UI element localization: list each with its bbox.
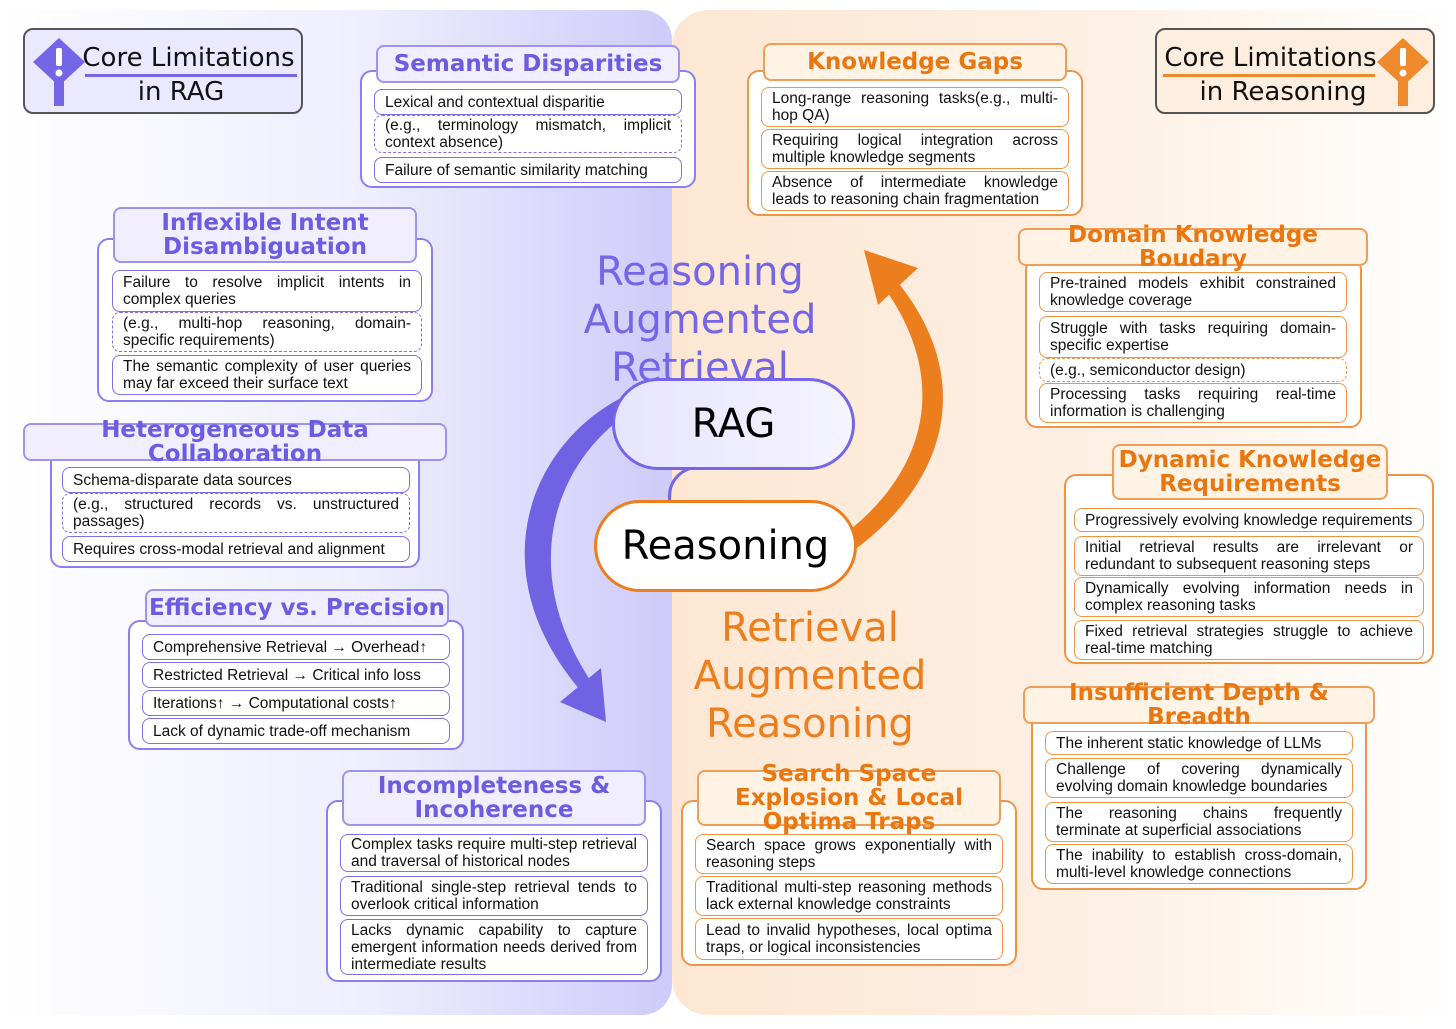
corner-right-line1: Core Limitations — [1164, 43, 1377, 73]
orange-arrow-body — [790, 285, 943, 582]
domain-item-4: Processing tasks requiring real-time inf… — [1039, 383, 1347, 423]
gaps-item-1: Long-range reasoning tasks(e.g., multi-h… — [761, 87, 1069, 127]
hetero-item-1: Schema-disparate data sources — [62, 467, 410, 493]
incomplete-title: Incompleteness & Incoherence — [342, 770, 646, 826]
top-title-line1: Reasoning — [596, 249, 804, 295]
core-limitations-reasoning-label: Core Limitations in Reasoning — [1155, 28, 1435, 114]
depth-title: Insufficient Depth & Breadth — [1023, 681, 1375, 729]
incomplete-item-3: Lacks dynamic capability to capture emer… — [340, 919, 648, 975]
corner-right-line2: in Reasoning — [1199, 77, 1367, 107]
gaps-item-3: Absence of intermediate knowledge leads … — [761, 171, 1069, 211]
semantic-item-1: Lexical and contextual disparitie — [374, 89, 682, 115]
domain-item-2: Struggle with tasks requiring domain-spe… — [1039, 316, 1347, 358]
intent-item-3: The semantic complexity of user queries … — [112, 355, 422, 395]
search-item-1: Search space grows exponentially with re… — [695, 834, 1003, 874]
depth-item-2: Challenge of covering dynamically evolvi… — [1045, 758, 1353, 798]
orange-arrowhead — [864, 250, 918, 305]
domain-title: Domain Knowledge Boudary — [1018, 223, 1368, 271]
incomplete-item-2: Traditional single-step retrieval tends … — [340, 876, 648, 916]
depth-item-4: The inability to establish cross-domain,… — [1045, 844, 1353, 884]
intent-title: Inflexible Intent Disambiguation — [113, 207, 417, 263]
hetero-item-2: (e.g., structured records vs. unstructur… — [62, 493, 410, 533]
hetero-item-3: Requires cross-modal retrieval and align… — [62, 536, 410, 562]
corner-left-underline — [85, 74, 297, 77]
semantic-item-3: Failure of semantic similarity matching — [374, 157, 682, 183]
purple-arrow-body — [524, 385, 660, 690]
core-limitations-rag-label: Core Limitations in RAG — [23, 28, 303, 114]
efficiency-title: Efficiency vs. Precision — [145, 589, 449, 627]
domain-item-1: Pre-trained models exhibit constrained k… — [1039, 272, 1347, 312]
efficiency-item-3: Iterations↑ → Computational costs↑ — [142, 690, 450, 716]
rag-pill: RAG — [612, 378, 855, 470]
gaps-item-2: Requiring logical integration across mul… — [761, 129, 1069, 169]
dynamic-title: Dynamic Knowledge Requirements — [1112, 444, 1388, 500]
search-title: Search Space Explosion & Local Optima Tr… — [697, 762, 1001, 834]
warning-sign-icon — [1377, 38, 1429, 106]
intent-item-1: Failure to resolve implicit intents in c… — [112, 270, 422, 312]
depth-item-1: The inherent static knowledge of LLMs — [1045, 731, 1353, 755]
search-item-3: Lead to invalid hypotheses, local optima… — [695, 918, 1003, 960]
semantic-item-2: (e.g., terminology mismatch, implicit co… — [374, 115, 682, 153]
domain-item-3: (e.g., semiconductor design) — [1039, 358, 1347, 382]
dynamic-item-4: Fixed retrieval strategies struggle to a… — [1074, 620, 1424, 660]
dynamic-item-1: Progressively evolving knowledge require… — [1074, 508, 1424, 532]
hetero-title: Heterogeneous Data Collaboration — [23, 418, 447, 466]
intent-item-2: (e.g., multi-hop reasoning, domain-speci… — [112, 312, 422, 352]
efficiency-item-1: Comprehensive Retrieval → Overhead↑ — [142, 634, 450, 660]
corner-left-line1: Core Limitations — [82, 43, 295, 73]
efficiency-item-2: Restricted Retrieval → Critical info los… — [142, 662, 450, 688]
bottom-title-line1: Retrieval — [721, 605, 899, 651]
efficiency-item-4: Lack of dynamic trade-off mechanism — [142, 718, 450, 744]
dynamic-item-3: Dynamically evolving information needs i… — [1074, 577, 1424, 617]
warning-sign-icon — [33, 38, 85, 106]
corner-right-underline — [1163, 74, 1375, 77]
purple-arrowhead — [560, 668, 606, 722]
dynamic-item-2: Initial retrieval results are irrelevant… — [1074, 536, 1424, 576]
knowledge-gaps-title: Knowledge Gaps — [763, 43, 1067, 81]
bottom-title-line2: Augmented Reasoning — [693, 653, 927, 747]
search-item-2: Traditional multi-step reasoning methods… — [695, 876, 1003, 916]
incomplete-item-1: Complex tasks require multi-step retriev… — [340, 834, 648, 872]
depth-item-3: The reasoning chains frequently terminat… — [1045, 802, 1353, 842]
semantic-disparities-title: Semantic Disparities — [376, 45, 680, 83]
reasoning-pill: Reasoning — [594, 500, 857, 592]
corner-left-line2: in RAG — [137, 77, 225, 107]
